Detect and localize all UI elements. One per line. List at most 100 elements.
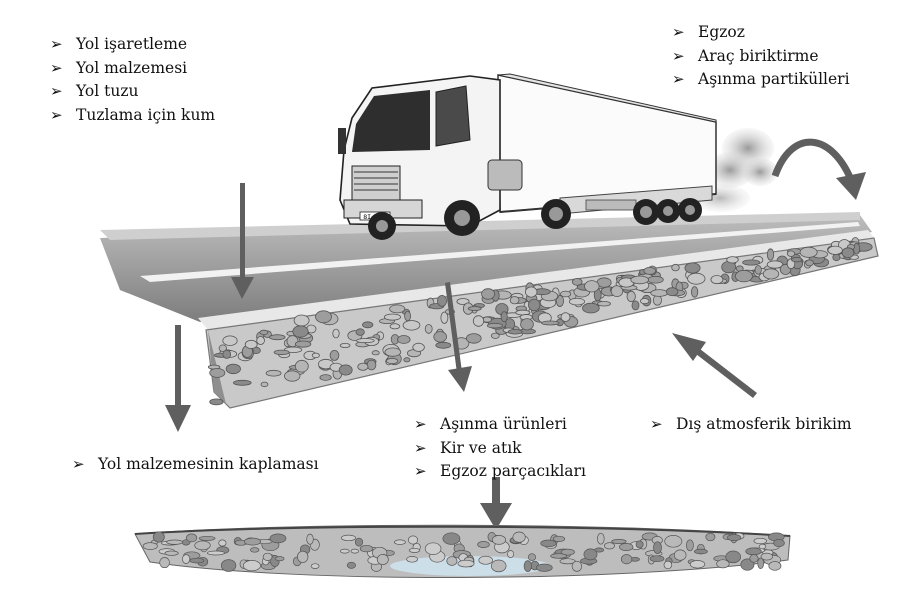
arrow-down-icon bbox=[480, 477, 512, 530]
gravel-stone bbox=[329, 349, 340, 361]
list-item: ➢Egzoz parçacıkları bbox=[414, 460, 586, 484]
ground-stone bbox=[186, 533, 198, 543]
gravel-stone bbox=[742, 259, 761, 266]
ground-stone bbox=[376, 554, 389, 565]
ground-stone bbox=[663, 560, 673, 570]
ground-stone bbox=[597, 532, 605, 545]
ground-stone bbox=[490, 559, 507, 573]
ground-stone bbox=[716, 559, 730, 569]
gravel-stone bbox=[754, 265, 762, 275]
list-item: ➢Yol tuzu bbox=[50, 80, 215, 104]
bullet-arrow-icon: ➢ bbox=[672, 46, 685, 65]
ground-stone bbox=[571, 560, 583, 572]
arrow-down-icon bbox=[445, 282, 472, 392]
bullet-arrow-icon: ➢ bbox=[650, 415, 663, 433]
gravel-stone bbox=[225, 363, 241, 375]
ground-stone bbox=[407, 535, 419, 545]
gravel-stone bbox=[355, 328, 365, 336]
ground-stone bbox=[394, 539, 406, 545]
gravel-stone bbox=[260, 381, 269, 388]
gravel-stone bbox=[338, 364, 353, 376]
gravel-stone bbox=[805, 259, 814, 267]
ground-stone bbox=[550, 553, 567, 559]
ground-stone bbox=[491, 535, 507, 545]
deposited-particles-list: ➢Aşınma ürünleri ➢Kir ve atık ➢Egzoz par… bbox=[414, 413, 586, 484]
list-item: ➢Dış atmosferik birikim bbox=[650, 413, 852, 437]
bullet-arrow-icon: ➢ bbox=[414, 462, 427, 480]
ground-stone bbox=[604, 542, 615, 550]
ground-stone bbox=[166, 539, 183, 545]
ground-stone bbox=[749, 554, 759, 563]
ground-stone bbox=[705, 532, 716, 542]
gravel-stone bbox=[366, 359, 377, 371]
gravel-stone bbox=[626, 290, 636, 302]
gravel-layer bbox=[205, 237, 879, 409]
ground-stone bbox=[664, 535, 683, 548]
gravel-stone bbox=[643, 266, 656, 275]
gravel-stone bbox=[319, 374, 332, 381]
gravel-stone bbox=[525, 286, 538, 298]
gravel-stone bbox=[433, 331, 448, 343]
ground-stone bbox=[424, 542, 442, 555]
gravel-stone bbox=[791, 256, 803, 263]
ground-stone bbox=[745, 547, 762, 556]
gravel-stone bbox=[710, 275, 724, 285]
gravel-stone bbox=[647, 275, 664, 284]
gravel-stone bbox=[726, 256, 739, 264]
ground-stone bbox=[194, 540, 211, 551]
gravel-stone bbox=[465, 333, 482, 344]
list-item: ➢Egzoz bbox=[672, 21, 850, 45]
ground-stone bbox=[350, 548, 359, 554]
ground-stone bbox=[242, 560, 261, 572]
bullet-arrow-icon: ➢ bbox=[672, 70, 685, 88]
gravel-stone bbox=[209, 367, 226, 378]
ground-stone bbox=[189, 557, 205, 564]
gravel-stone bbox=[481, 288, 496, 300]
gravel-stone bbox=[786, 250, 796, 257]
gravel-stone bbox=[294, 359, 309, 373]
ground-stone bbox=[653, 541, 662, 555]
ground-stone bbox=[142, 542, 158, 550]
gravel-stone bbox=[265, 369, 282, 377]
list-item: ➢Kir ve atık bbox=[414, 437, 586, 461]
gravel-stone bbox=[356, 338, 375, 344]
ground-stone bbox=[740, 558, 755, 571]
gravel-stone bbox=[541, 320, 560, 326]
gravel-stone bbox=[650, 289, 669, 297]
gravel-stone bbox=[218, 344, 227, 352]
ground-stone bbox=[757, 557, 765, 569]
ground-stone bbox=[523, 560, 532, 572]
gravel-stone bbox=[315, 310, 332, 324]
ground-stone bbox=[340, 534, 357, 542]
ground-stone bbox=[243, 537, 262, 546]
ground-stone bbox=[442, 532, 461, 545]
ground-stone bbox=[583, 548, 598, 561]
gravel-stone bbox=[269, 334, 286, 341]
curved-arrow-icon bbox=[771, 138, 866, 200]
gravel-stone bbox=[371, 350, 380, 356]
bullet-arrow-icon: ➢ bbox=[72, 455, 85, 473]
list-item: ➢Yol malzemesi bbox=[50, 57, 215, 81]
ground-stone bbox=[269, 533, 287, 544]
gravel-stone bbox=[284, 370, 301, 382]
gravel-stone bbox=[528, 298, 541, 312]
ground-stone bbox=[250, 547, 260, 553]
ground-section bbox=[134, 524, 791, 579]
gravel-stone bbox=[560, 312, 571, 322]
gravel-stone bbox=[690, 286, 699, 298]
gravel-stone bbox=[666, 287, 679, 297]
gravel-stone bbox=[383, 313, 401, 321]
ground-stone bbox=[477, 541, 490, 548]
ground-stone bbox=[552, 535, 566, 542]
gravel-stone bbox=[582, 302, 600, 314]
gravel-stone bbox=[832, 253, 841, 262]
gravel-stone bbox=[569, 297, 586, 306]
gravel-stone bbox=[490, 332, 500, 339]
ground-stone bbox=[306, 533, 314, 545]
pavement-coating-label: ➢Yol malzemesinin kaplaması bbox=[72, 453, 319, 477]
ground-stone bbox=[457, 559, 475, 568]
ground-stone bbox=[507, 550, 515, 559]
ground-stone bbox=[540, 539, 557, 548]
gravel-stone bbox=[584, 280, 600, 293]
ground-stone bbox=[673, 549, 687, 561]
